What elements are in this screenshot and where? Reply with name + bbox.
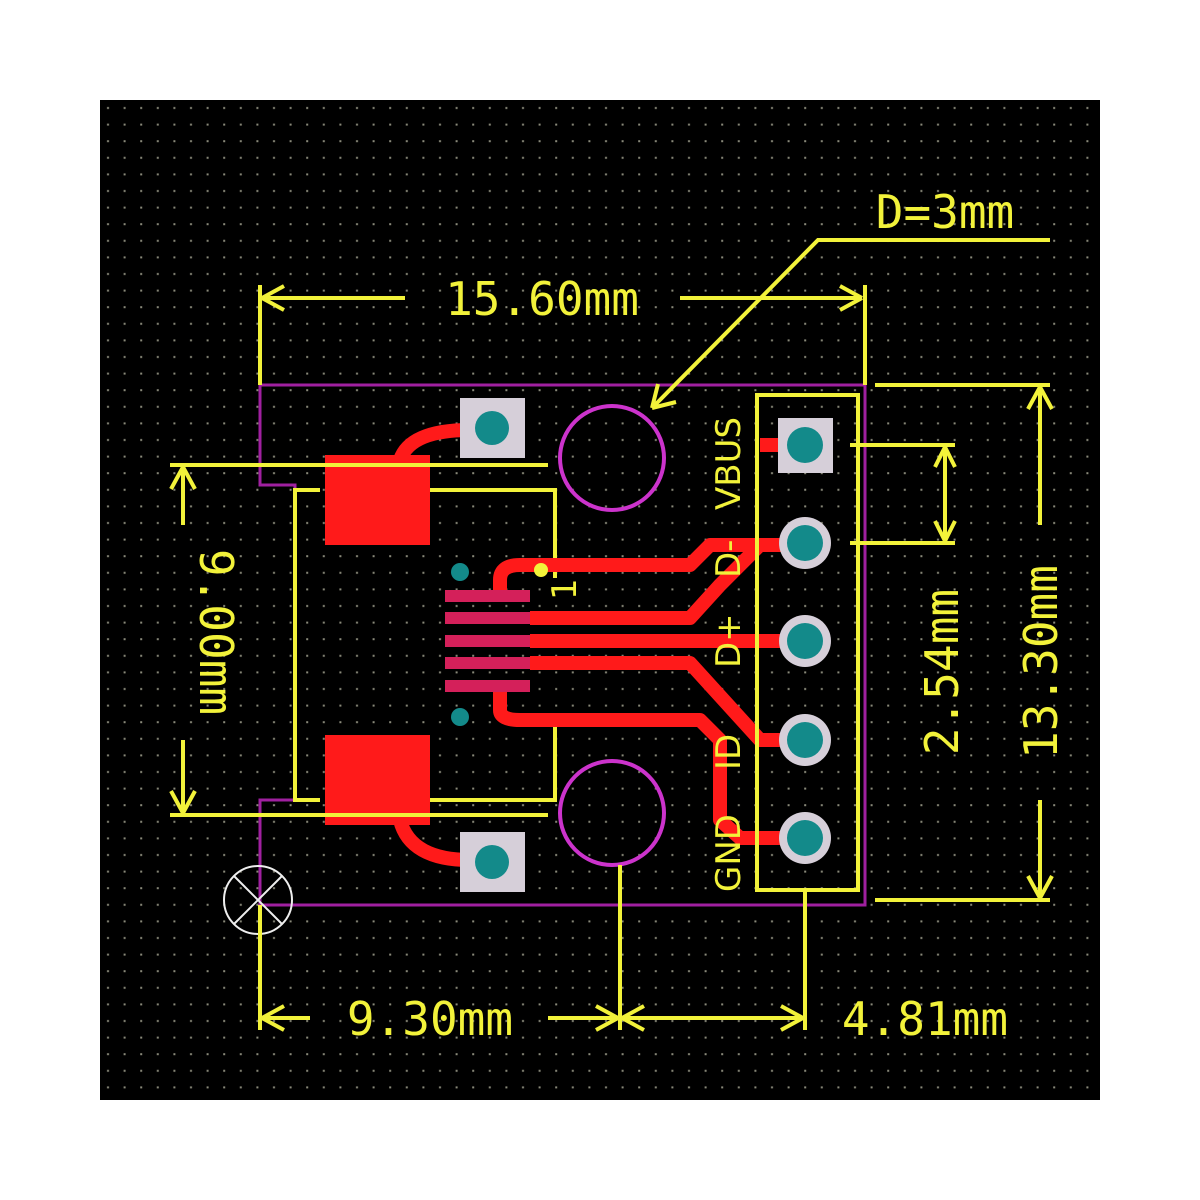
header-pins	[778, 418, 833, 864]
svg-text:9.00mm: 9.00mm	[189, 549, 243, 715]
traces	[393, 423, 790, 867]
pin-label-dminus: D-	[709, 540, 749, 578]
mounting-hole-top	[558, 404, 666, 512]
pin1-dot	[534, 563, 548, 577]
hole-diameter-callout: D=3mm	[650, 185, 1050, 410]
dimension-board-width: 15.60mm	[258, 272, 867, 385]
dimension-pin-pitch: 2.54mm	[850, 443, 969, 755]
header-outline	[755, 393, 860, 892]
pin-label-gnd: GND	[709, 814, 749, 892]
svg-text:4.81mm: 4.81mm	[842, 992, 1008, 1046]
shield-pad-bottom	[325, 735, 430, 825]
svg-text:15.60mm: 15.60mm	[445, 272, 639, 326]
pin1-label: 1	[545, 578, 585, 600]
usb-fingers	[445, 590, 530, 692]
svg-text:13.30mm: 13.30mm	[1014, 565, 1068, 759]
dimension-board-height: 13.30mm	[875, 383, 1068, 902]
pin-label-vbus: VBUS	[709, 417, 749, 510]
mounting-hole-bottom	[558, 759, 666, 867]
dimension-header-offset: 4.81mm	[621, 992, 1008, 1046]
pin-label-id: ID	[709, 734, 749, 770]
dimension-connector-width: 9.00mm	[169, 463, 548, 817]
alignment-hole	[451, 563, 469, 581]
mount-pad-bottom	[460, 832, 525, 892]
alignment-hole	[451, 708, 469, 726]
svg-text:9.30mm: 9.30mm	[347, 992, 513, 1046]
mount-pad-top	[460, 398, 525, 458]
connector-outline	[293, 488, 557, 802]
pin-label-dplus: D+	[709, 613, 749, 668]
svg-text:D=3mm: D=3mm	[876, 185, 1014, 239]
board-outline	[258, 383, 867, 907]
svg-text:2.54mm: 2.54mm	[915, 589, 969, 755]
dimension-hole-offset: 9.30mm	[258, 865, 807, 1046]
shield-pad-top	[325, 455, 430, 545]
